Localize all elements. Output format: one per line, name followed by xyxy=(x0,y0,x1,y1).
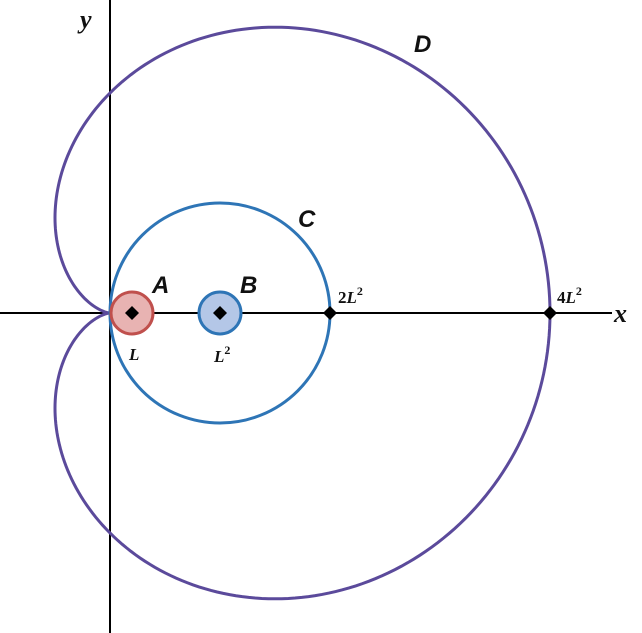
y-axis-label: y xyxy=(77,5,92,34)
point-marker-l xyxy=(125,306,139,320)
point-label-l-squared: L2 xyxy=(213,343,230,366)
region-a-label: A xyxy=(151,272,169,299)
x-axis-label: x xyxy=(613,299,627,328)
point-label-l: L xyxy=(128,345,139,364)
point-label-2l-squared: 2L2 xyxy=(338,284,363,307)
region-b-label: B xyxy=(240,272,257,299)
point-marker-4l-squared xyxy=(543,306,557,320)
region-c-label: C xyxy=(298,206,316,233)
point-marker-l-squared xyxy=(213,306,227,320)
region-d-label: D xyxy=(414,31,431,58)
point-label-4l-squared: 4L2 xyxy=(557,284,582,307)
point-marker-2l-squared xyxy=(323,306,337,320)
